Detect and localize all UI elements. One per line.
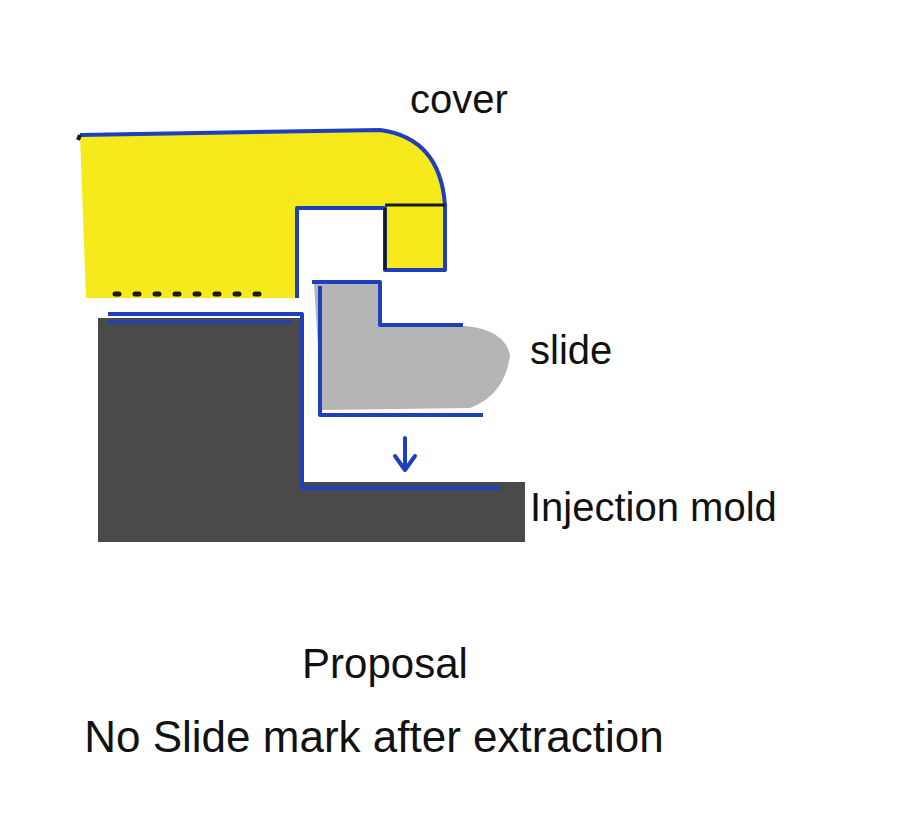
part-name: cover: [410, 76, 508, 122]
cover-outline: [78, 135, 80, 140]
cover-outline: [80, 130, 445, 298]
slide-body: [314, 284, 510, 410]
parting-line: [115, 292, 272, 297]
caption-heading: Proposal: [302, 640, 468, 688]
cover-outline: [384, 208, 387, 270]
cover-outline: [385, 204, 445, 207]
part-name: slide: [530, 327, 612, 373]
caption-text: No Slide mark after extraction: [84, 712, 664, 763]
direction-arrow: [395, 438, 415, 470]
part-name: Injection mold: [530, 484, 777, 530]
mold-outline: [108, 321, 292, 324]
cover-body: [80, 130, 445, 298]
slide-outline: [312, 282, 463, 325]
slide-outline: [320, 286, 483, 415]
